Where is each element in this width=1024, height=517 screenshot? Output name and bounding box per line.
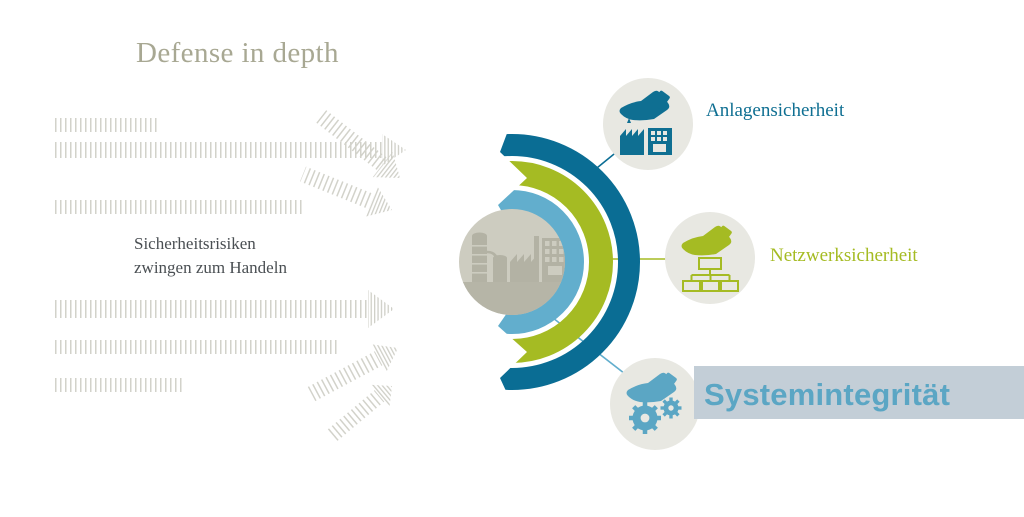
hand-over-gears-icon <box>626 372 682 434</box>
inbound-risk-arrows <box>52 110 406 443</box>
risk-arrow <box>307 344 398 402</box>
risk-arrow-stub <box>52 118 160 132</box>
risk-arrow <box>52 340 340 354</box>
risk-arrow <box>325 384 392 443</box>
risk-arrow-stub <box>52 378 182 392</box>
risk-caption-line-2: zwingen zum Handeln <box>134 258 287 277</box>
risk-arrow <box>52 290 394 328</box>
label-netzwerksicherheit[interactable]: Netzwerksicherheit <box>770 245 918 266</box>
badge-background <box>603 78 693 170</box>
risk-caption: Sicherheitsrisiken zwingen zum Handeln <box>134 232 287 280</box>
badge-background <box>610 358 700 450</box>
badge-anlagensicherheit[interactable] <box>603 78 693 170</box>
label-systemintegritaet[interactable]: Systemintegrität <box>704 377 951 412</box>
page-title: Defense in depth <box>136 37 339 69</box>
label-anlagensicherheit[interactable]: Anlagensicherheit <box>706 100 845 121</box>
badge-netzwerksicherheit[interactable] <box>665 212 755 304</box>
hand-over-network-icon <box>681 225 739 292</box>
hand-over-factory-icon <box>619 90 672 155</box>
risk-arrow <box>52 134 406 166</box>
risk-arrow <box>299 166 392 217</box>
systemintegritaet-highlight-band <box>694 366 1024 419</box>
risk-arrow <box>52 200 302 214</box>
risk-caption-line-1: Sicherheitsrisiken <box>134 234 256 253</box>
badge-systemintegritaet[interactable] <box>610 358 700 450</box>
